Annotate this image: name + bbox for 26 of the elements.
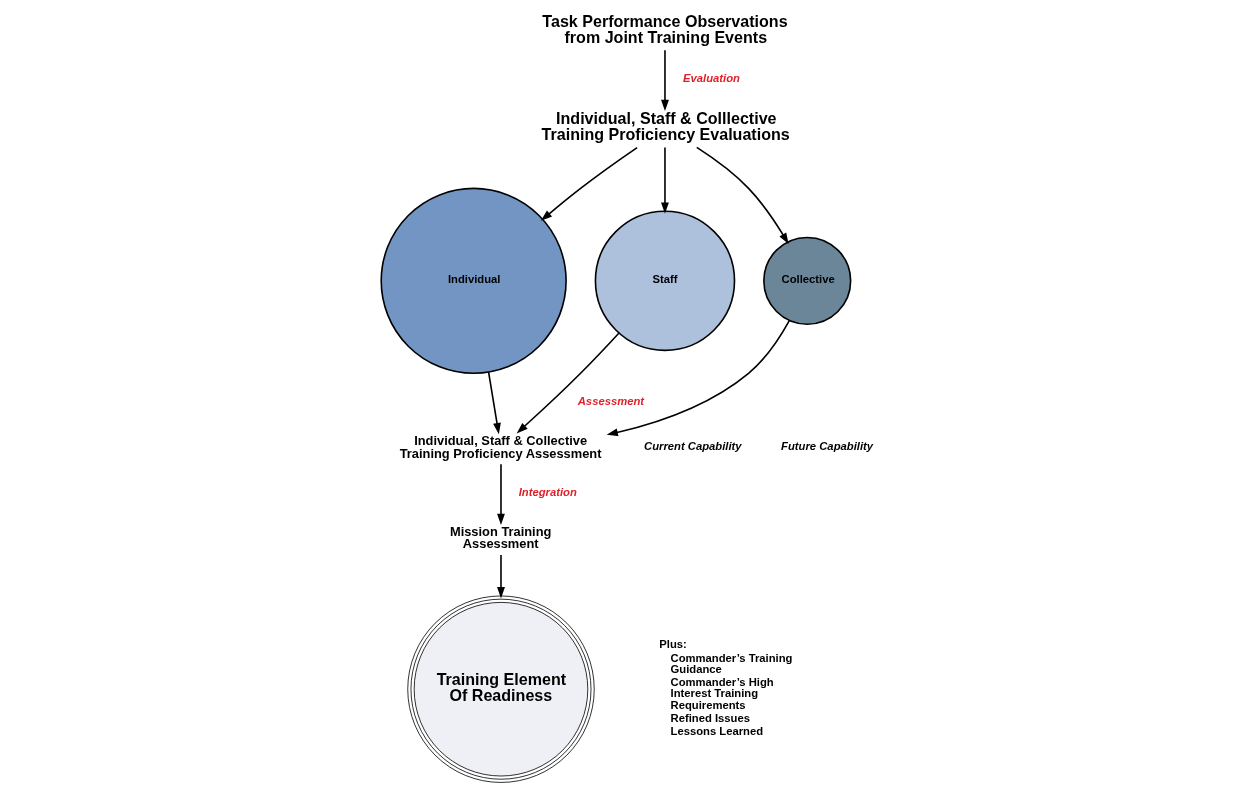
label: Current Capability (644, 440, 742, 453)
node-text: Individual, Staff & Colllective Training Proficiency Evaluations (541, 109, 790, 144)
arrow (540, 146, 638, 221)
node-label: Lessons Learned (670, 725, 764, 738)
edge-label: Integration (518, 486, 577, 499)
arrow (606, 319, 791, 437)
node-text: Task Performance Observations from Joint Training Events (542, 11, 788, 46)
arrow (497, 554, 505, 599)
arrow (695, 146, 789, 245)
node-circle: Staff (594, 210, 736, 352)
node-circle: Individual (380, 187, 567, 375)
node-label: Refined Issues (670, 711, 751, 724)
node-label: Commander’s High Interest Training Requirements (670, 676, 774, 711)
arrow (661, 49, 669, 112)
edge-label: Evaluation (683, 72, 740, 85)
node-label: Plus: (659, 638, 687, 651)
node-text: Mission Training Assessment (449, 523, 552, 552)
node-circle: Collective (763, 236, 852, 326)
label: Future Capability (781, 440, 874, 453)
arrow (487, 371, 501, 435)
arrow (497, 463, 505, 526)
edge-label: Assessment (577, 395, 645, 408)
arrow (516, 332, 620, 434)
arrow (661, 146, 669, 214)
node-label: Commander’s Training Guidance (670, 652, 793, 676)
node-text: Individual, Staff & Collective Training Proficiency Assessment (399, 432, 602, 461)
